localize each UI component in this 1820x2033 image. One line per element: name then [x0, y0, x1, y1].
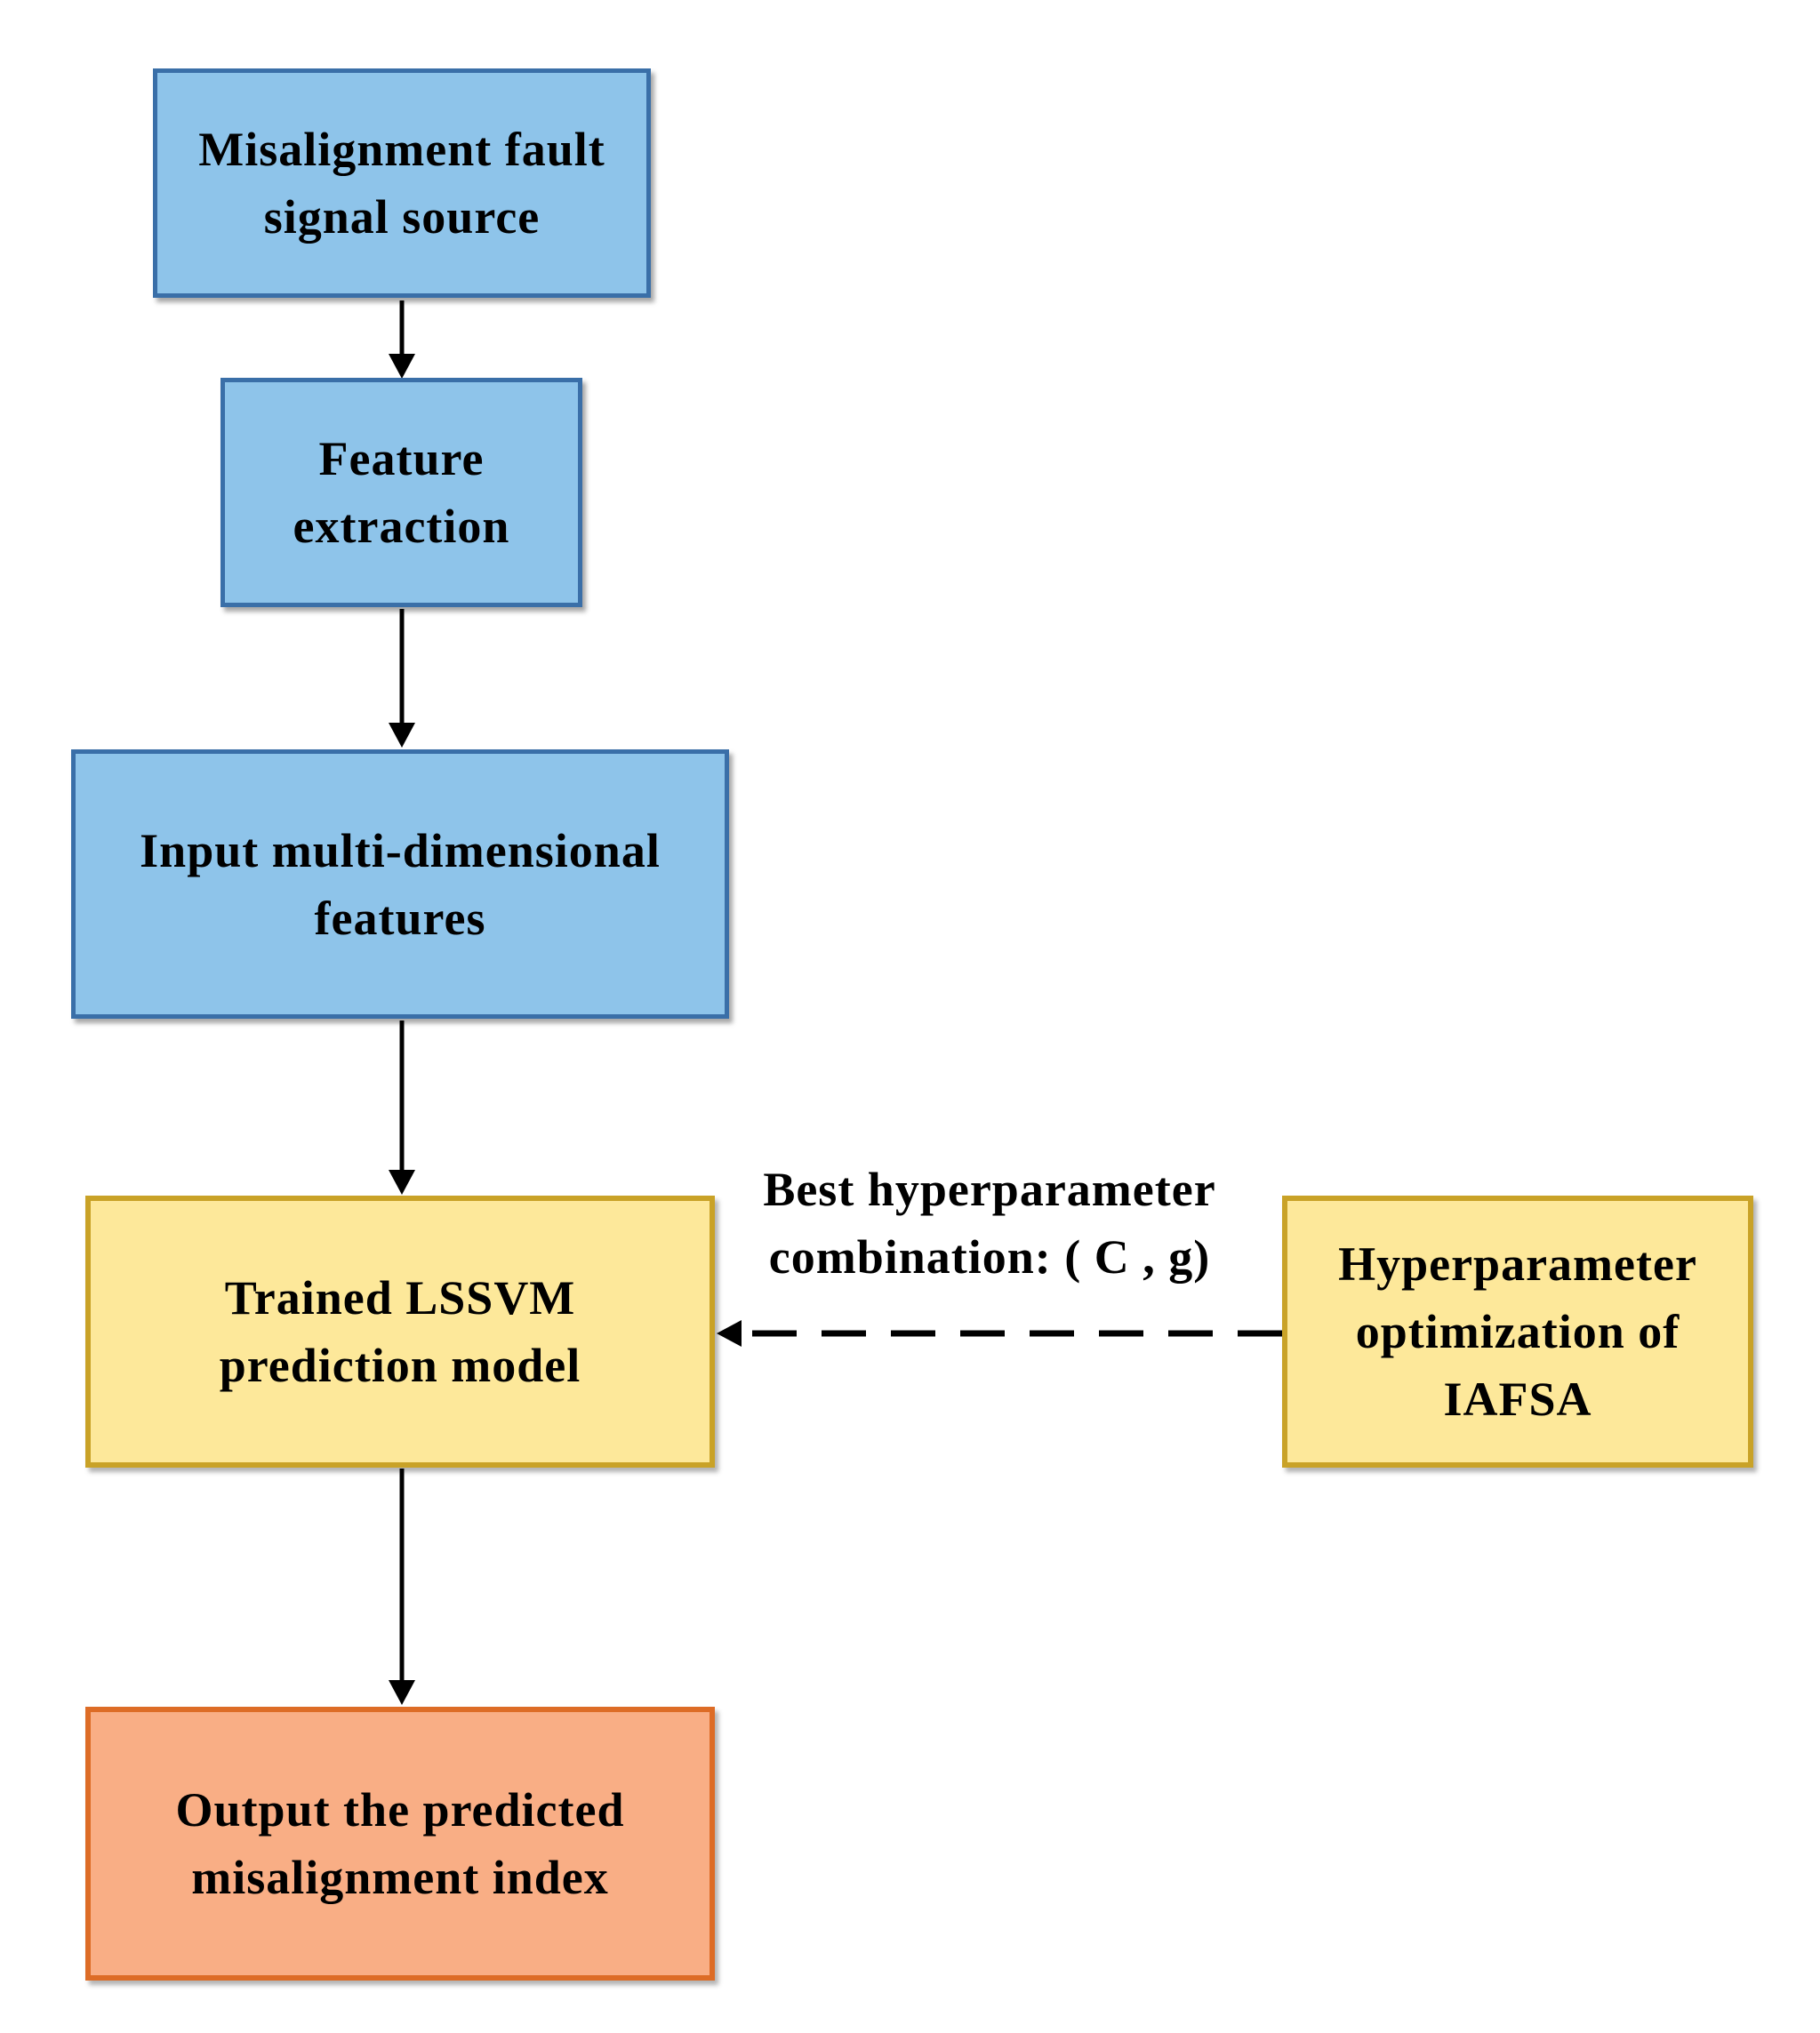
arrow-signal-to-feature [389, 300, 415, 379]
node-iafsa-optimization-line-2: optimization of [1355, 1305, 1680, 1358]
arrow-iafsa-to-lssvm-dashed [717, 1320, 1282, 1347]
edge-label-line-1: Best hyperparameter [763, 1163, 1216, 1216]
node-iafsa-optimization-line-1: Hyperparameter [1338, 1237, 1697, 1291]
node-feature-extraction: Feature extraction [220, 378, 582, 607]
node-iafsa-optimization-line-3: IAFSA [1443, 1373, 1592, 1426]
node-iafsa-optimization: Hyperparameter optimization of IAFSA [1282, 1196, 1753, 1468]
node-input-features-line-2: features [314, 891, 486, 945]
arrow-feature-to-input [389, 609, 415, 748]
edge-label-best-hyperparameter: Best hyperparameter combination: ( C , g… [718, 1156, 1261, 1291]
node-signal-source-line-2: signal source [263, 190, 541, 244]
node-feature-extraction-line-2: extraction [293, 500, 510, 553]
node-output-index-line-2: misalignment index [191, 1851, 609, 1904]
node-lssvm-model-line-2: prediction model [219, 1339, 581, 1392]
node-output-index-line-1: Output the predicted [175, 1783, 625, 1837]
node-lssvm-model-line-1: Trained LSSVM [224, 1271, 576, 1325]
node-input-features-line-1: Input multi-dimensional [140, 823, 661, 877]
node-signal-source: Misalignment fault signal source [153, 68, 651, 298]
arrow-input-to-lssvm [389, 1021, 415, 1195]
node-input-features: Input multi-dimensional features [71, 749, 729, 1019]
node-lssvm-model: Trained LSSVM prediction model [85, 1196, 715, 1468]
edge-label-line-2: combination: ( C , g) [768, 1230, 1211, 1284]
arrow-lssvm-to-output [389, 1469, 415, 1705]
node-feature-extraction-line-1: Feature [318, 432, 485, 485]
node-signal-source-line-1: Misalignment fault [198, 123, 605, 176]
node-output-index: Output the predicted misalignment index [85, 1707, 715, 1981]
